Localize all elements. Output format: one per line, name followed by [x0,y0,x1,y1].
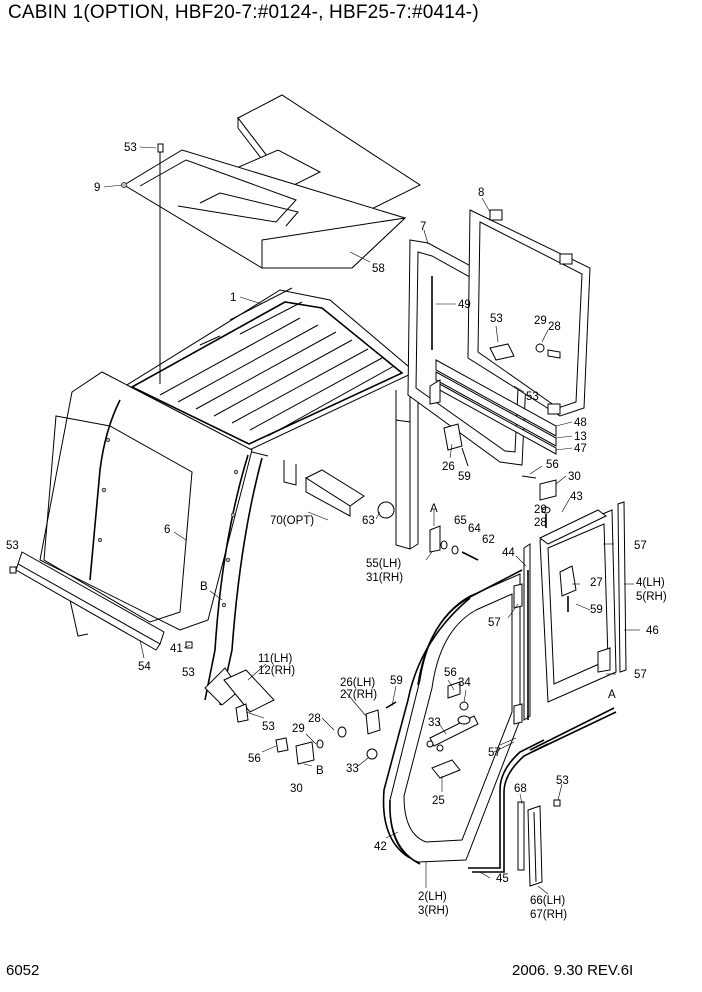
callout-45: 45 [496,873,509,885]
callout-8: 8 [478,187,484,199]
date-revision: 2006. 9.30 REV.6I [512,962,634,979]
callout-57a: 57 [634,540,647,552]
callout-9: 9 [94,182,100,194]
mount-11-12 [223,669,275,713]
callout-33b: 33 [346,763,359,775]
callout-66: 66(LH) [530,895,565,907]
callout-33a: 33 [428,717,441,729]
door-seal-42 [382,597,471,859]
callout-28b: 28 [534,517,547,529]
callout-Aa: A [430,503,438,515]
callout-41: 41 [170,643,183,655]
callout-2: 2(LH) [418,891,447,903]
sill-strip-54 [15,551,165,651]
callout-47: 47 [574,443,587,455]
callout-29c: 29 [292,723,305,735]
callout-58: 58 [372,263,385,275]
callout-6: 6 [164,524,170,536]
callout-7: 7 [420,221,426,233]
callout-56a: 56 [546,459,559,471]
callout-67: 67(RH) [530,909,567,921]
callout-53d: 53 [6,540,19,552]
bracket-70 [304,469,365,517]
fasteners [9,143,561,807]
callout-68: 68 [514,783,527,795]
callout-56c: 56 [248,753,261,765]
leader-lines [103,146,640,895]
callout-65: 65 [454,515,467,527]
callout-30a: 30 [568,471,581,483]
callout-59b: 59 [590,604,603,616]
diagram-title: CABIN 1(OPTION, HBF20-7:#0124-, HBF25-7:… [8,2,479,23]
roof-cover-9 [121,149,407,269]
callout-25: 25 [432,795,445,807]
callout-Ba: B [200,581,208,593]
callout-4: 4(LH) [636,577,665,589]
left-door-2-3 [389,569,523,865]
callout-5: 5(RH) [636,591,667,603]
callout-11: 11(LH) [258,653,292,665]
callout-57c: 57 [634,669,647,681]
callout-46: 46 [646,625,659,637]
callout-34: 34 [458,677,471,689]
rear-window-frame-8 [467,209,591,417]
callout-57d: 57 [488,747,501,759]
hinge-hardware-lower [235,681,469,765]
callout-53f: 53 [262,721,275,733]
seal-strips [468,707,617,873]
callout-53a: 53 [124,142,137,154]
callout-26a: 26 [442,461,455,473]
rails-48-13-47 [435,359,557,455]
callout-3: 3(RH) [418,905,449,917]
callout-59a: 59 [458,471,471,483]
callout-42: 42 [374,841,387,853]
callout-57b: 57 [488,617,501,629]
callout-56b: 56 [444,667,457,679]
page-number: 6052 [6,962,40,979]
callout-53e: 53 [182,667,195,679]
right-door-4-5 [523,501,627,721]
callout-43: 43 [570,491,583,503]
callout-49: 49 [458,299,471,311]
callout-31: 31(RH) [366,572,403,584]
roof-frame-1 [120,287,416,453]
callout-44: 44 [502,547,515,559]
callout-Ab: A [608,689,616,701]
callout-30b: 30 [290,783,303,795]
strips-68-66-67 [517,801,543,887]
callout-29b: 29 [534,504,547,516]
callout-12: 12(RH) [258,665,295,677]
callout-55: 55(LH) [366,558,401,570]
callout-Bb: B [316,765,324,777]
callout-54: 54 [138,661,151,673]
callout-26b: 26(LH) [340,677,375,689]
callout-53c: 53 [526,391,539,403]
callout-28a: 28 [548,321,561,333]
callout-27b: 27(RH) [340,689,377,701]
rear-hardware [429,343,561,467]
callout-59c: 59 [390,675,403,687]
hinge-hardware-center [521,475,557,528]
callout-13: 13 [574,431,587,443]
callout-27a: 27 [590,577,603,589]
callout-62: 62 [482,534,495,546]
callout-53b: 53 [490,313,503,325]
grommet-63 [377,501,395,519]
callout-64: 64 [468,523,481,535]
callout-28c: 28 [308,713,321,725]
callout-53g: 53 [556,775,569,787]
callout-29a: 29 [534,315,547,327]
striker-parts [429,525,479,561]
callout-48: 48 [574,417,587,429]
callout-63: 63 [362,515,375,527]
callout-70: 70(OPT) [270,515,314,527]
callout-1: 1 [230,292,236,304]
